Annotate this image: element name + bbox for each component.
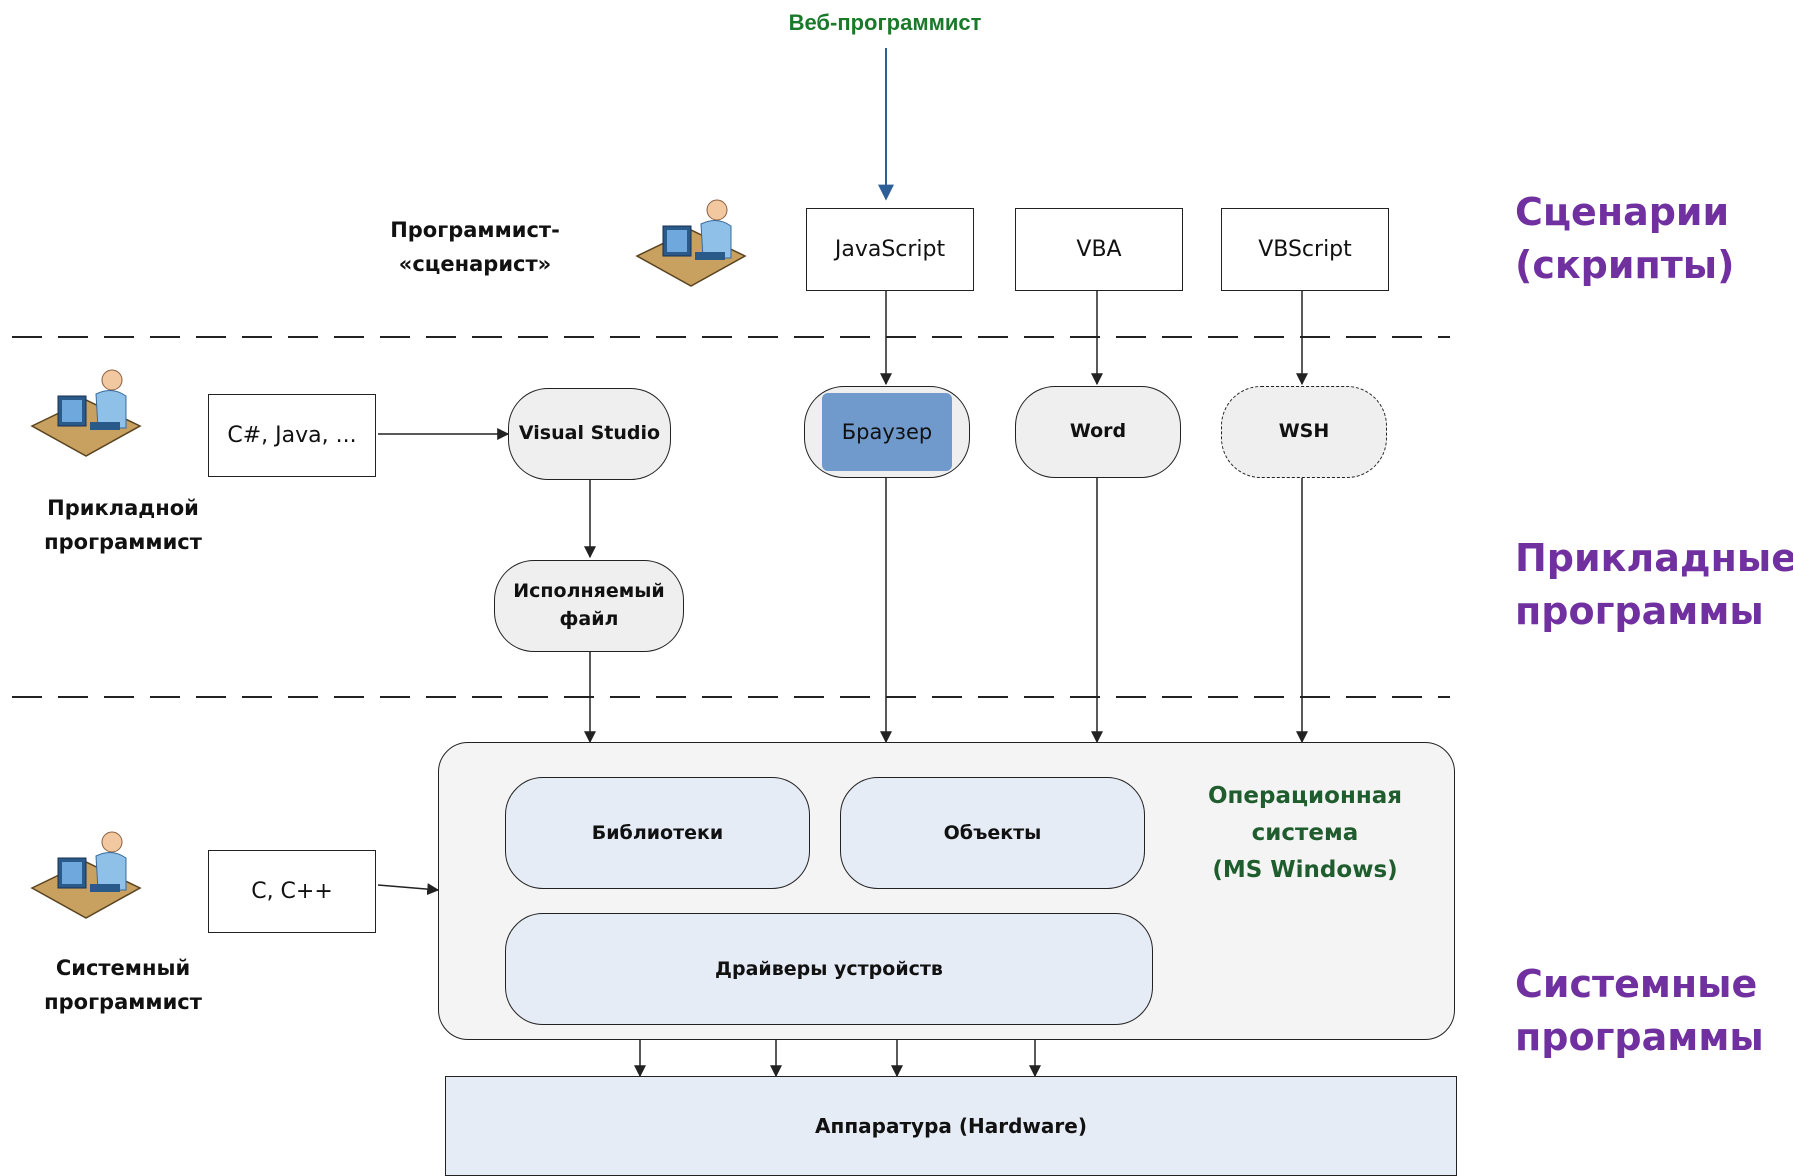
- layer-scripts-line2: (скрипты): [1515, 243, 1735, 288]
- layer-label-scripts: Сценарии (скрипты): [1515, 186, 1735, 292]
- device-drivers-node: Драйверы устройств: [505, 913, 1153, 1025]
- os-title-line2: система: [1251, 819, 1359, 846]
- os-title-line1: Операционная: [1207, 783, 1403, 809]
- layer-scripts-line1: Сценарии: [1515, 190, 1730, 234]
- app-programmer-line1: Прикладной: [47, 496, 199, 520]
- wsh-node: WSH: [1221, 386, 1387, 478]
- layer-apps-line1: Прикладные: [1515, 536, 1793, 580]
- os-title-line3: (MS Windows): [1212, 856, 1398, 883]
- libraries-node: Библиотеки: [505, 777, 810, 889]
- system-programmer-line1: Системный: [55, 956, 191, 980]
- script-programmer-label: Программист- «сценарист»: [365, 214, 585, 281]
- executable-line1: Исполняемый: [513, 580, 665, 603]
- javascript-box: JavaScript: [806, 208, 974, 291]
- system-languages-box: C, C++: [208, 850, 376, 933]
- arrow-syslang-to-os: [377, 883, 440, 896]
- browser-node: Браузер: [804, 386, 970, 478]
- layer-label-applications: Прикладные программы: [1515, 532, 1793, 638]
- vbscript-box: VBScript: [1221, 208, 1389, 291]
- app-languages-box: C#, Java, ...: [208, 394, 376, 477]
- objects-node: Объекты: [840, 777, 1145, 889]
- layer-system-line1: Системные: [1515, 962, 1758, 1006]
- hardware-node: Аппаратура (Hardware): [445, 1076, 1457, 1176]
- layer-system-line2: программы: [1515, 1015, 1764, 1060]
- os-title: Операционная система (MS Windows): [1175, 778, 1435, 888]
- app-programmer-label: Прикладной программист: [18, 492, 228, 559]
- layer-apps-line2: программы: [1515, 589, 1764, 634]
- script-programmer-line1: Программист-: [390, 218, 560, 242]
- app-programmer-line2: программист: [44, 529, 202, 554]
- person-at-computer-icon: [635, 199, 747, 287]
- system-programmer-line2: программист: [44, 989, 202, 1014]
- vba-box: VBA: [1015, 208, 1183, 291]
- visual-studio-node: Visual Studio: [508, 388, 671, 480]
- browser-label: Браузер: [822, 393, 952, 471]
- script-programmer-line2: «сценарист»: [398, 251, 552, 276]
- word-node: Word: [1015, 386, 1181, 478]
- executable-line2: файл: [559, 608, 619, 630]
- person-at-computer-icon: [30, 831, 142, 919]
- system-programmer-label: Системный программист: [18, 952, 228, 1019]
- person-at-computer-icon: [30, 369, 142, 457]
- executable-file-node: Исполняемый файл: [494, 560, 684, 652]
- web-programmer-label: Веб-программист: [788, 10, 982, 35]
- layer-label-system: Системные программы: [1515, 958, 1764, 1064]
